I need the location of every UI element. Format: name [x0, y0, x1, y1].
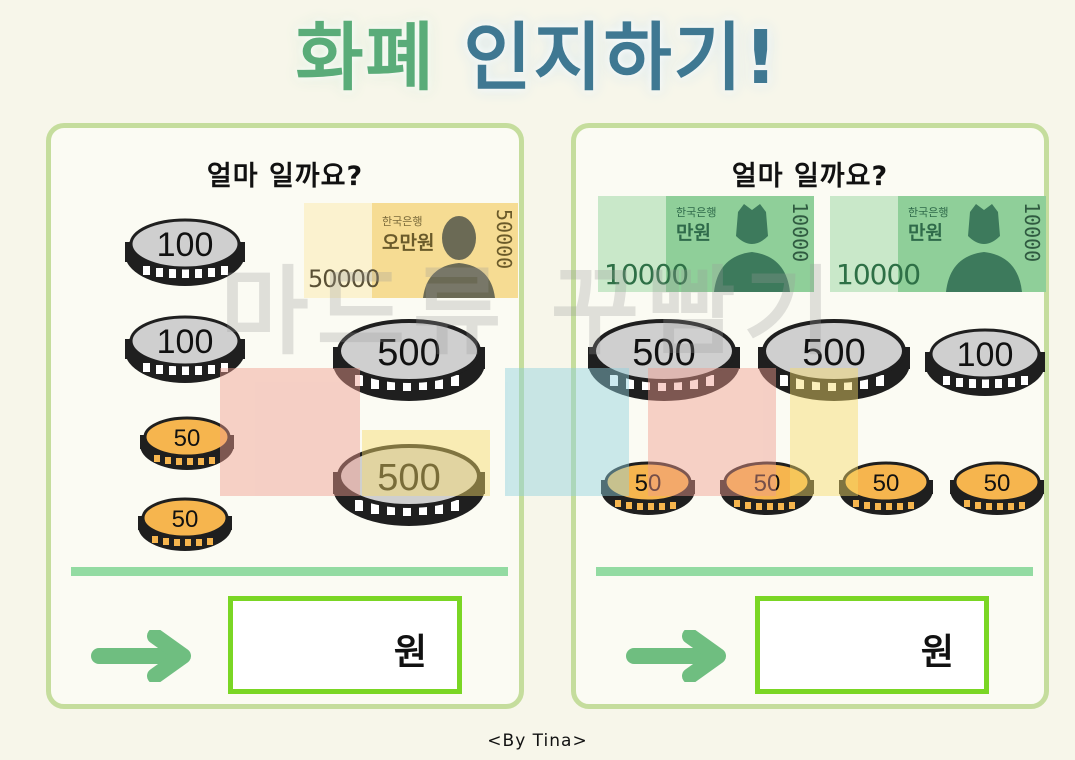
coin-value-label: 100: [957, 336, 1014, 374]
coin-50: 50: [140, 416, 234, 470]
coin-value-label: 50: [873, 470, 900, 497]
coin-50: 50: [720, 461, 814, 515]
banknote-10000: 한국은행 만원 10000 10000: [598, 196, 814, 292]
coin-100: 100: [125, 218, 245, 286]
portrait-icon: [423, 216, 495, 298]
author-credit: <By Tina>: [487, 731, 588, 751]
right-arrow-icon: [91, 630, 191, 682]
coin-500: 500: [333, 319, 485, 401]
banknote-bank-name: 한국은행: [382, 215, 423, 228]
banknote-10000: 한국은행 만원 10000 10000: [830, 196, 1046, 292]
portrait-icon: [714, 204, 790, 292]
coin-100: 100: [925, 328, 1045, 396]
answer-divider: [71, 567, 508, 576]
portrait-icon: [946, 204, 1022, 292]
coin-500: 500: [333, 444, 485, 526]
worksheet-title: 화폐 인지하기!: [0, 8, 1075, 108]
coin-value-label: 50: [174, 425, 201, 452]
coin-50: 50: [601, 461, 695, 515]
quiz-card-2: 얼마 일까요? 한국은행 만원 10000 10000 한국은행 만원 1000…: [571, 123, 1049, 709]
banknote-bank-name: 한국은행: [908, 206, 949, 219]
coin-value-label: 50: [172, 506, 199, 533]
right-arrow-icon: [626, 630, 726, 682]
answer-divider: [596, 567, 1033, 576]
question-text: 얼마 일까요?: [206, 161, 364, 192]
banknote-name: 오만원: [382, 232, 435, 254]
answer-input-box[interactable]: 원: [228, 596, 462, 694]
answer-input-box[interactable]: 원: [755, 596, 989, 694]
banknote-side-value: 10000: [1020, 202, 1044, 263]
coin-value-label: 500: [377, 457, 440, 499]
coin-50: 50: [950, 461, 1044, 515]
title-part-currency: 화폐: [295, 15, 436, 101]
coin-value-label: 50: [984, 470, 1011, 497]
banknote-name: 만원: [908, 222, 943, 244]
banknote-50000: 한국은행 오만원 50000 50000: [304, 203, 518, 298]
banknote-bank-name: 한국은행: [676, 206, 717, 219]
answer-unit-label: 원: [393, 632, 427, 673]
coin-value-label: 100: [157, 323, 214, 361]
banknote-side-value: 50000: [492, 209, 516, 270]
coin-500: 500: [758, 319, 910, 401]
answer-unit-label: 원: [920, 632, 954, 673]
coin-50: 50: [138, 497, 232, 551]
coin-value-label: 50: [635, 470, 662, 497]
banknote-corner-value: 50000: [308, 265, 380, 293]
question-text: 얼마 일까요?: [731, 161, 889, 192]
banknote-corner-value: 10000: [836, 258, 921, 291]
coin-value-label: 500: [377, 332, 440, 374]
coin-value-label: 100: [157, 226, 214, 264]
banknote-name: 만원: [676, 222, 711, 244]
banknote-side-value: 10000: [788, 202, 812, 263]
banknote-corner-value: 10000: [604, 258, 689, 291]
coin-50: 50: [839, 461, 933, 515]
title-part-recognize: 인지하기!: [463, 15, 780, 101]
quiz-card-1: 얼마 일까요? 한국은행 오만원 50000 50000 100 100 50: [46, 123, 524, 709]
coin-value-label: 500: [802, 332, 865, 374]
coin-value-label: 50: [754, 470, 781, 497]
coin-500: 500: [588, 319, 740, 401]
coin-value-label: 500: [632, 332, 695, 374]
coin-100: 100: [125, 315, 245, 383]
